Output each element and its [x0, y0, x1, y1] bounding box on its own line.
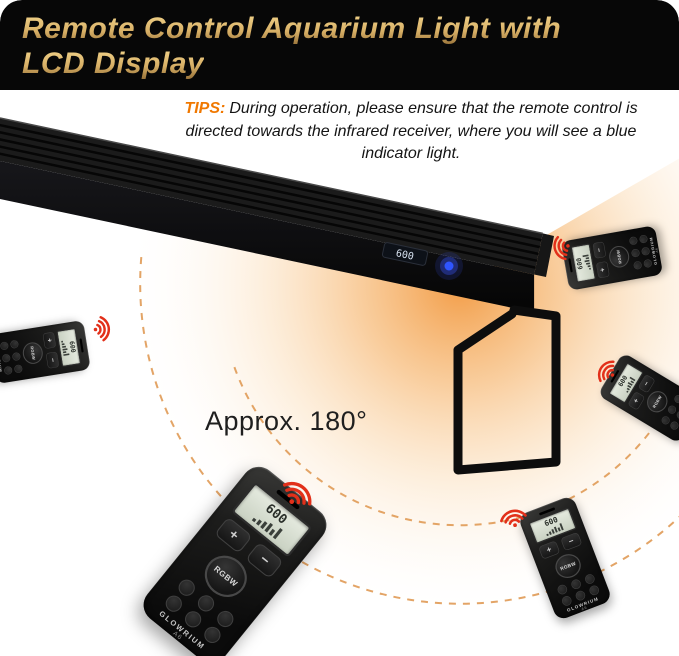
remote-small-button [9, 339, 20, 349]
remote-small-button [13, 363, 23, 374]
ir-signal-icon [91, 311, 125, 345]
remote-small-button [0, 340, 9, 351]
remote-small-button [638, 234, 649, 244]
coverage-arc-inner [233, 366, 679, 527]
remote-small-button [194, 591, 217, 615]
remote-small-button [573, 589, 587, 602]
blue-indicator-light [435, 252, 463, 280]
remote-small-button [3, 365, 13, 375]
remote-small-button [181, 607, 205, 631]
remote-lcd-screen: 600 [570, 243, 597, 283]
remote-button-grid [0, 339, 23, 375]
remote-small-button [633, 260, 643, 271]
lcd-value: 600 [67, 340, 77, 354]
ir-signal-icon [492, 492, 532, 532]
ir-signal-icon [536, 230, 575, 269]
remote-small-button [213, 607, 237, 631]
tips-text: During operation, please ensure that the… [185, 100, 638, 163]
remote-small-button [628, 236, 639, 246]
coverage-arc-outer [139, 257, 679, 605]
ir-signal-icon [581, 347, 624, 390]
ir-emitter [79, 338, 84, 353]
remote-small-button [640, 246, 651, 257]
rgbw-dial: RGBW [607, 244, 631, 270]
remote-small-button [560, 594, 573, 608]
tips-label: TIPS: [184, 100, 226, 117]
mounting-bracket [453, 305, 561, 475]
header-banner: Remote Control Aquarium Light with LCD D… [0, 0, 679, 90]
ir-signal-icon [273, 459, 332, 518]
remote-model-label: A6 [655, 247, 660, 253]
rgbw-dial: RGBW [21, 340, 45, 366]
remote-small-button [555, 583, 569, 596]
angle-annotation: Approx. 180° [205, 406, 368, 436]
lcd-spectrum-bars [582, 254, 592, 270]
remote-small-button [1, 353, 11, 363]
remote-small-button [583, 572, 596, 586]
page-title-line2: LCD Display [22, 46, 205, 80]
minus-button: − [592, 241, 607, 259]
remote-small-button [668, 420, 679, 432]
remote-button-grid [628, 234, 653, 271]
remote-small-button [174, 576, 198, 599]
plus-button: + [42, 331, 57, 350]
remote-small-button [161, 591, 185, 615]
remote-small-button [672, 393, 679, 405]
aquarium-light-bar [0, 117, 554, 313]
remote-small-button [569, 578, 583, 591]
svg-text:600: 600 [395, 248, 415, 263]
remote-lcd-screen: 600 [56, 327, 82, 368]
minus-button: − [560, 532, 583, 552]
page-title-line1: Remote Control Aquarium Light with [22, 12, 562, 45]
light-lcd-display: 600 [381, 242, 429, 266]
remote-small-button [200, 623, 224, 647]
minus-button: − [45, 351, 60, 369]
remote-small-button [643, 259, 653, 269]
tips-block: TIPS:During operation, please ensure tha… [178, 98, 644, 166]
remote-small-button [11, 351, 21, 361]
remote-small-button [587, 584, 601, 597]
plus-button: + [596, 261, 610, 279]
remote-small-button [630, 248, 641, 258]
plus-button: + [538, 540, 561, 560]
